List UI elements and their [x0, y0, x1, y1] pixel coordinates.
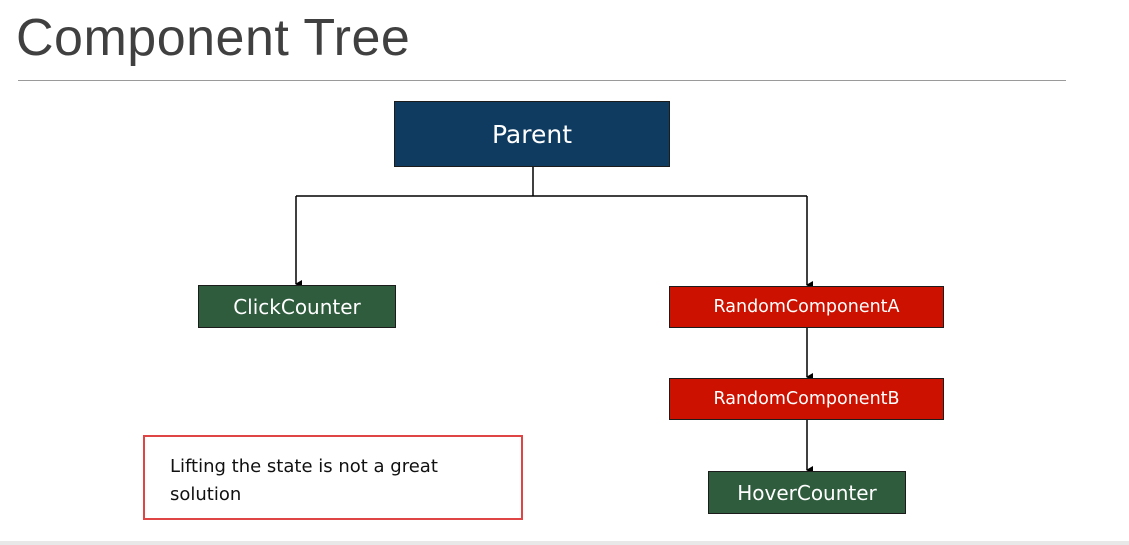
note-box: Lifting the state is not a great solutio… [143, 435, 523, 520]
node-click-counter: ClickCounter [198, 285, 396, 328]
node-parent-label: Parent [491, 119, 573, 149]
bottom-edge [0, 541, 1129, 545]
node-hover-counter: HoverCounter [708, 471, 906, 514]
node-random-component-b-label: RandomComponentB [713, 389, 900, 409]
slide-title: Component Tree [16, 9, 411, 67]
node-hover-counter-label: HoverCounter [737, 480, 877, 505]
node-random-component-a: RandomComponentA [669, 286, 944, 328]
connector-parent-split [296, 167, 807, 197]
node-random-component-a-label: RandomComponentA [713, 297, 900, 317]
node-random-component-b: RandomComponentB [669, 378, 944, 420]
node-click-counter-label: ClickCounter [233, 294, 361, 319]
node-parent: Parent [394, 101, 670, 167]
note-text: Lifting the state is not a great solutio… [170, 456, 438, 505]
title-divider [18, 80, 1066, 81]
